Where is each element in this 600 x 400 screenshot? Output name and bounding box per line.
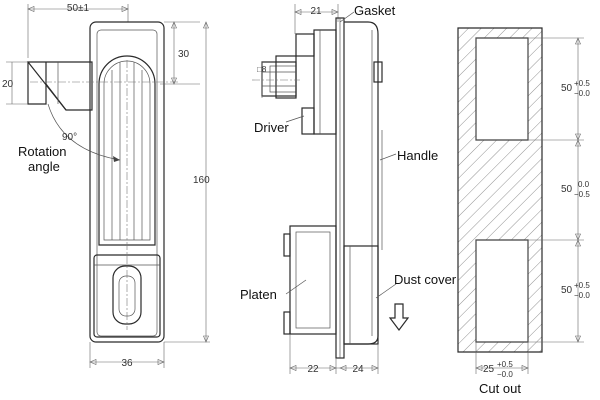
label-gasket: Gasket <box>354 3 396 18</box>
cutout-top-nominal: 50 <box>561 83 573 94</box>
cutout-mid-nominal: 50 <box>561 184 573 195</box>
dim-width-top: 50±1 <box>67 3 90 14</box>
cutout-view: 50 +0.5 −0.0 50 0.0 −0.5 50 +0.5 −0.0 25… <box>457 27 590 396</box>
dim-21: 21 <box>310 6 322 17</box>
cutout-bottom-nominal: 50 <box>561 285 573 296</box>
cutout-top-minus: −0.0 <box>574 89 590 98</box>
front-view: 50±1 20 30 <box>2 3 210 369</box>
label-driver: Driver <box>254 120 289 135</box>
label-platen: Platen <box>240 287 277 302</box>
cutout-bottom-plus: +0.5 <box>574 281 590 290</box>
dim-24: 24 <box>352 364 364 375</box>
cutout-bottom-minus: −0.0 <box>574 291 590 300</box>
cutout-width-nominal: 25 <box>483 364 495 375</box>
cutout-top-plus: +0.5 <box>574 79 590 88</box>
dim-height-30: 30 <box>178 49 190 60</box>
dim-width-bottom: 36 <box>121 358 133 369</box>
dim-height-20: 20 <box>2 79 14 90</box>
label-handle: Handle <box>397 148 438 163</box>
square-size-label: □8 <box>257 65 267 74</box>
rotation-label-1: Rotation <box>18 144 66 159</box>
side-view: 21 □8 <box>240 3 457 375</box>
dim-22: 22 <box>307 364 319 375</box>
cutout-width-minus: −0.0 <box>497 370 513 379</box>
label-dust-cover: Dust cover <box>394 272 457 287</box>
rotation-label-2: angle <box>28 159 60 174</box>
cutout-width-plus: +0.5 <box>497 360 513 369</box>
angle-label: 90° <box>62 132 77 143</box>
dim-total-height: 160 <box>193 175 210 186</box>
cutout-mid-plus: 0.0 <box>578 180 590 189</box>
cutout-title: Cut out <box>479 381 521 396</box>
cutout-mid-minus: −0.5 <box>574 190 590 199</box>
